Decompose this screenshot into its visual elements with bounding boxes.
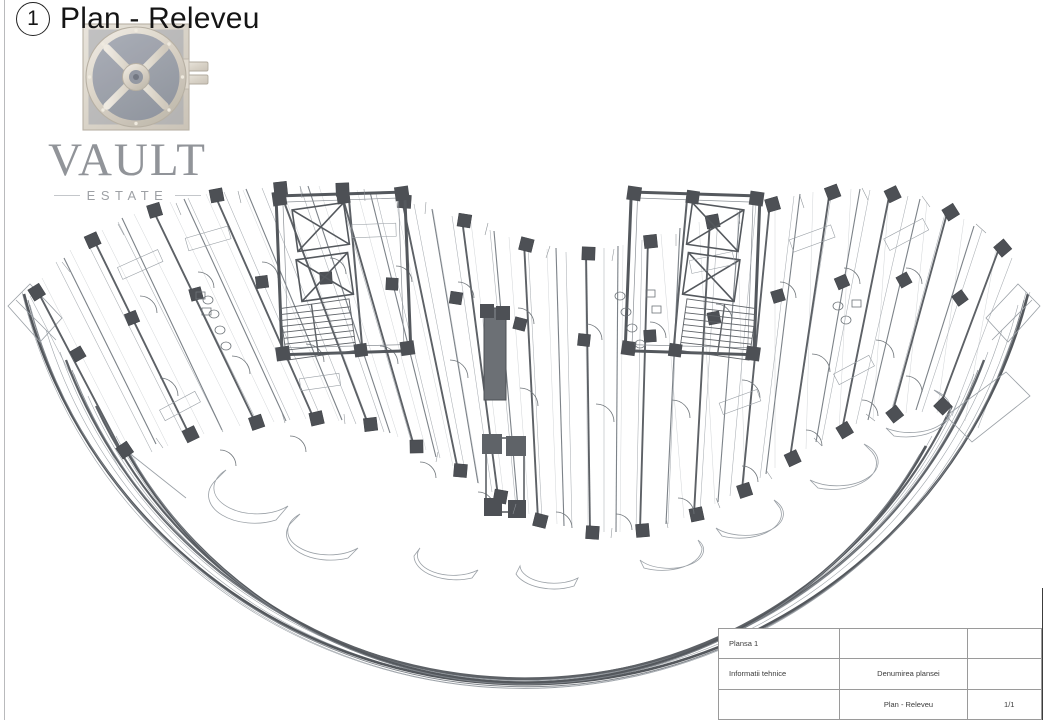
radial-grid-lines-secondary [41, 185, 998, 533]
central-service-shaft [480, 304, 510, 401]
stairwell [279, 298, 357, 361]
watermark-brand: VAULT [48, 134, 207, 186]
tagline-rule-right [175, 195, 202, 196]
window-mullions-inner [155, 412, 876, 539]
room-subdivision-walls [63, 185, 975, 533]
balcony-outlines [7, 283, 1041, 590]
title-block-row-plansa: Plansa 1 [717, 627, 1043, 660]
right-circulation-core [620, 185, 765, 362]
bottom-service-block [482, 434, 526, 518]
plansa-label: Plansa 1 [717, 627, 841, 660]
plan-geometry [7, 181, 1041, 689]
sheet-header: 1 Plan - Releveu [16, 2, 260, 36]
watermark-wordmark: VAULT ESTATE [40, 134, 215, 204]
fixed-furniture [117, 217, 930, 422]
header-right-cell [966, 658, 1043, 690]
sheet-border-right [1042, 588, 1043, 720]
elevator-shaft [291, 201, 351, 253]
detail-number-marker: 1 [16, 2, 50, 36]
tagline-rule-left [53, 195, 80, 196]
elevator-shaft [681, 251, 741, 303]
bathroom-fixtures [195, 289, 862, 351]
sheet-border-left [4, 0, 5, 720]
title-block-row-headers: Informatii tehnice Denumirea plansei [717, 658, 1043, 690]
title-block: Plansa 1 Informatii tehnice Denumirea pl… [717, 627, 1043, 720]
door-swing-arcs [139, 257, 923, 531]
window-mullions [61, 185, 987, 273]
plansa-value-cell [839, 627, 968, 660]
radial-grid-lines [29, 185, 1031, 532]
title-block-row-values: Plan - Releveu 1/1 [717, 688, 1043, 720]
stairwell [679, 298, 757, 361]
watermark-tagline: ESTATE [86, 188, 169, 203]
left-circulation-core [271, 185, 416, 362]
informatii-tehnice-label: Informatii tehnice [717, 658, 841, 690]
watermark-tagline-row: ESTATE [40, 188, 215, 203]
page-number: 1/1 [966, 688, 1043, 720]
plansa-right-cell [966, 627, 1043, 660]
denumirea-plansei-value: Plan - Releveu [839, 688, 968, 720]
interior-partition-walls [34, 184, 1002, 533]
informatii-tehnice-value [717, 688, 841, 720]
page-title: Plan - Releveu [60, 2, 260, 35]
elevator-shaft [685, 201, 745, 253]
vault-estate-watermark: VAULT ESTATE [40, 18, 215, 203]
structural-columns [27, 181, 1013, 540]
denumirea-plansei-label: Denumirea plansei [839, 658, 968, 690]
elevator-shaft [295, 251, 355, 303]
